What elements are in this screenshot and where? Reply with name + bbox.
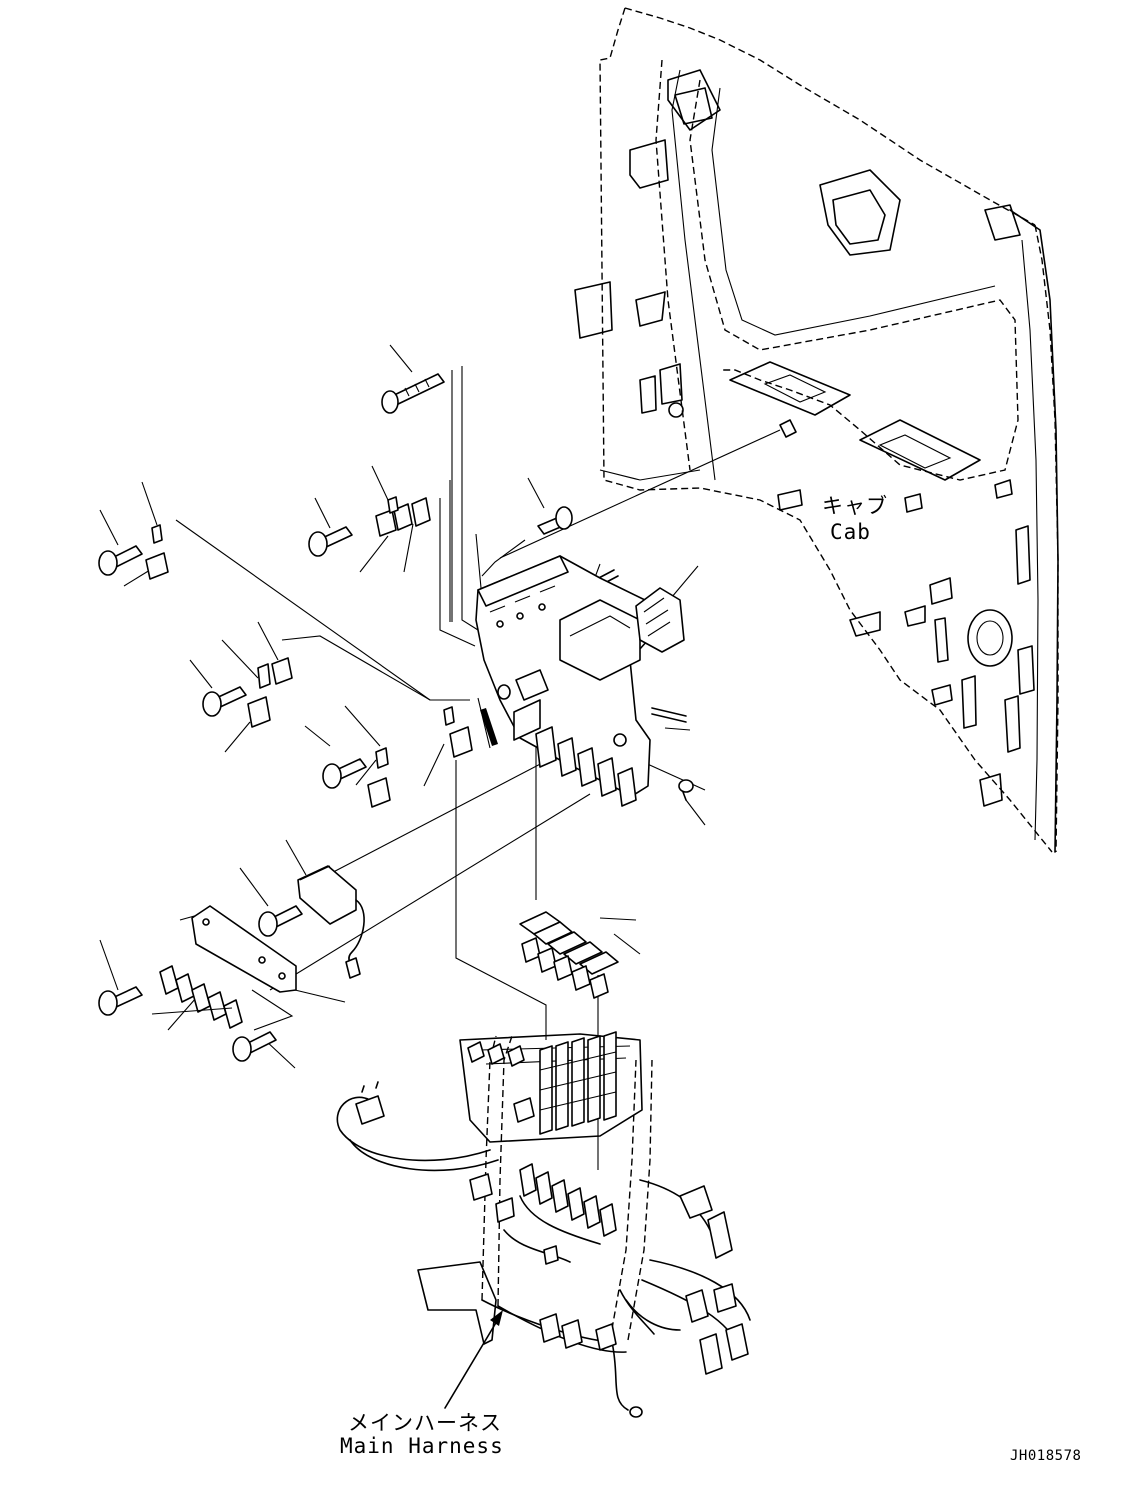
cab-frame [574, 7, 1059, 853]
bolt-1 [381, 373, 445, 414]
bolt-8 [98, 986, 143, 1016]
leader-lines [99, 344, 781, 1170]
bolt-10 [678, 779, 694, 801]
bolt-9 [232, 1031, 277, 1062]
main-harness-label-jp: メインハーネス [348, 1411, 502, 1435]
bolt-3 [98, 545, 143, 576]
relay-bracket [475, 555, 685, 807]
mount-plate [151, 905, 297, 1029]
bolt-5 [202, 686, 247, 717]
bolts [98, 373, 694, 1062]
drawing-code: JH018578 [1010, 1448, 1082, 1464]
main-harness [336, 1031, 751, 1418]
relays-and-clips [145, 496, 687, 808]
bolt-7 [258, 905, 303, 937]
fuse-block [539, 1031, 617, 1135]
bolt-2 [308, 526, 353, 557]
cab-label-jp: キャブ [822, 494, 888, 518]
fuse-cluster [519, 911, 619, 999]
cab-label-en: Cab [830, 520, 871, 544]
bolt-6 [322, 758, 367, 789]
controller-unit [297, 865, 365, 979]
main-harness-label-en: Main Harness [340, 1434, 504, 1458]
harness-arrow [444, 1310, 503, 1409]
bolt-4 [537, 506, 573, 535]
